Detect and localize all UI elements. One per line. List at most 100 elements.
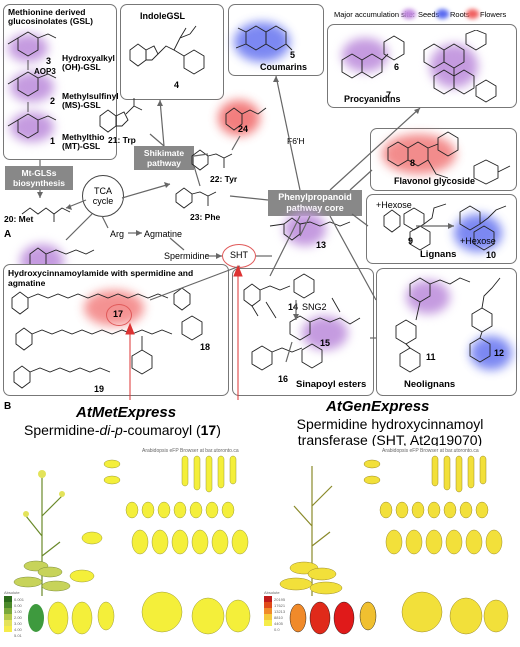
gsl-num-3: 3 (46, 56, 52, 66)
neolignan-structures (395, 277, 501, 373)
left-color-scale (4, 596, 12, 632)
gsl-title: Methionine derived glucosinolates (GSL) (8, 7, 94, 26)
arg-label: Arg (110, 229, 125, 239)
compound13-structure (269, 217, 351, 241)
coumarins-num-5: 5 (290, 50, 296, 60)
left-scale-v7: 5.01 (14, 633, 22, 638)
legend-roots: Roots (450, 10, 470, 19)
right-scale-v6: 0.0 (274, 627, 280, 632)
compound24-num: 24 (238, 124, 249, 134)
trp-structure (99, 98, 143, 133)
coumarin-structure (236, 25, 293, 51)
right-scale-v4: 8810 (274, 615, 283, 620)
compound13-seed-mark (284, 212, 326, 246)
met-structure (21, 207, 71, 222)
left-efp-drawing (4, 455, 251, 635)
neolignans-num-11: 11 (426, 352, 436, 362)
sinapoyl-num-14: 14 (288, 302, 299, 312)
neolignans-num-12: 12 (494, 348, 505, 358)
left-compound-title: Spermidine-di-p-coumaroyl (17) (24, 422, 221, 438)
panel-a-label: A (4, 229, 12, 240)
lignans-title: Lignans (420, 249, 457, 260)
gsl-num-2: 2 (50, 96, 56, 106)
sinapoyl-num-15: 15 (320, 338, 331, 348)
right-efp-image: Arabidopsis eFP Browser at bar.utoronto.… (262, 446, 518, 644)
panel-b-label: B (4, 401, 12, 412)
aop3-label: AOP3 (34, 67, 56, 76)
left-efp-image: Arabidopsis eFP Browser at bar.utoronto.… (2, 446, 260, 644)
lignans-num-9: 9 (408, 236, 414, 246)
tyr-label: 22: Tyr (210, 174, 238, 184)
hca-structures (11, 287, 203, 389)
flavonol-title: Flavonol glycoside (394, 176, 476, 186)
flavonol-flower-mark (382, 134, 456, 174)
procyanidin-structures (341, 30, 497, 103)
flavonol-structure (387, 131, 511, 185)
lignans-num-10: 10 (486, 250, 497, 260)
left-scale-v2: 0.00 (14, 603, 22, 608)
pathway-arrows (37, 75, 454, 400)
f6h-label: F6'H (287, 136, 305, 146)
left-db-name: AtMetExpress (76, 404, 177, 421)
legend-seeds: Seeds (418, 10, 440, 19)
indole-num-4: 4 (174, 80, 180, 90)
hca-num-17: 17 (113, 309, 124, 319)
procyanidins-num-7: 7 (386, 90, 392, 100)
gsl-structures (7, 31, 57, 139)
right-scale-v2: 17621 (274, 603, 286, 608)
left-scale-v1: 0.001 (14, 597, 25, 602)
left-efp-header: Arabidopsis eFP Browser at bar.utoronto.… (142, 448, 239, 454)
hca-box (3, 264, 229, 396)
hexose-label-1: +Hexose (376, 200, 412, 210)
left-scale-v3: 1.00 (14, 609, 22, 614)
coumarins-title: Coumarins (260, 62, 308, 72)
hydroxy-label: Hydroxyalkyl (OH)-GSL (62, 53, 115, 72)
met-label: 20: Met (4, 214, 34, 224)
gsl-num-1: 1 (50, 136, 56, 146)
right-scale-title: Absolute (264, 590, 280, 595)
legend-flowers: Flowers (480, 10, 507, 19)
neolignan12-root-mark (470, 336, 512, 370)
legend-title: Major accumulation site: (334, 10, 415, 19)
left-scale-v6: 4.00 (14, 627, 22, 632)
procyanidins-num-6: 6 (394, 62, 400, 72)
indole-structure (129, 25, 205, 75)
right-efp-header: Arabidopsis eFP Browser at bar.utoronto.… (382, 448, 479, 454)
phenylpropanoid-core-tag: Phenylpropanoid pathway core (268, 190, 362, 216)
sinapoyl-structures (243, 273, 361, 371)
methylsulfinyl-label: Methylsulfinyl (MS)-GSL (62, 91, 119, 110)
left-scale-v4: 2.00 (14, 615, 22, 620)
shikimate-tag: Shikimate pathway (134, 146, 194, 170)
right-color-scale (264, 596, 272, 626)
indole-title: IndoleGSL (140, 11, 185, 21)
tca-cycle-circle (82, 175, 124, 217)
indole-box (120, 4, 224, 100)
phe-structure (175, 187, 217, 209)
right-scale-v5: 4405 (274, 621, 283, 626)
left-scale-title: Absolute (4, 590, 20, 595)
procyanidins-title: Procyanidins (344, 94, 401, 104)
gsl3-seed-mark (8, 34, 48, 62)
sht-label: SHT (230, 250, 248, 260)
trp-label: 21: Trp (108, 135, 136, 145)
tca-cycle-label: TCA cycle (92, 186, 114, 206)
hca17-circle (106, 304, 132, 326)
legend-flowers-swatch (466, 9, 479, 19)
compound24-flower-mark (218, 100, 260, 136)
sinapoyl-num-16: 16 (278, 374, 289, 384)
flavonol-num-8: 8 (410, 158, 416, 168)
right-efp-drawing (264, 455, 509, 635)
left-scale-v5: 3.00 (14, 621, 22, 626)
hca-title: Hydroxycinnamoylamide with spermidine an… (8, 268, 194, 288)
hca-num-19: 19 (94, 384, 105, 394)
sng2-label: SNG2 (302, 302, 327, 312)
neolignans-title: Neolignans (404, 379, 456, 390)
methylthio-label: Methylthio (MT)-GSL (62, 132, 105, 151)
right-scale-v1: 20195 (274, 597, 286, 602)
gsl2-seed-mark (10, 72, 54, 102)
right-scale-v3: 13213 (274, 609, 286, 614)
sinapoyl-title: Sinapoyl esters (296, 379, 367, 390)
spermidine-label: Spermidine (164, 251, 210, 261)
legend-roots-swatch (436, 9, 449, 19)
tyr-structure (191, 149, 233, 171)
